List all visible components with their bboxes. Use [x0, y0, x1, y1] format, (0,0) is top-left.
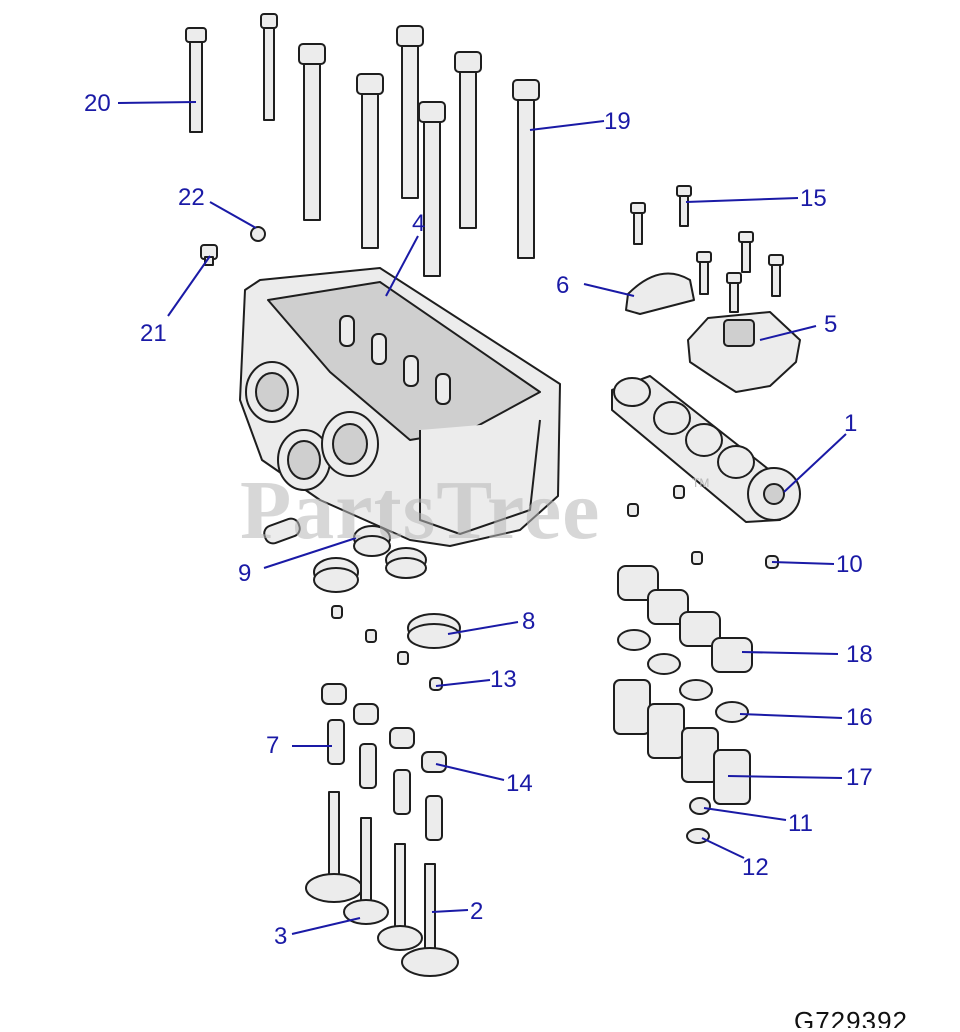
head-bolts: [185, 13, 540, 277]
callout-17: 17: [846, 764, 873, 791]
nut-22-shape: [250, 226, 266, 242]
watermark-tm: TM: [692, 476, 710, 490]
callout-10: 10: [836, 551, 863, 578]
valves: [305, 791, 459, 977]
callout-3: 3: [274, 923, 288, 950]
cam-carrier-5: [687, 311, 801, 393]
watermark: PartsTree: [240, 464, 601, 557]
cam-cap-6: [625, 272, 695, 315]
callout-6: 6: [556, 272, 570, 299]
callout-5: 5: [824, 311, 838, 338]
valve-stem-seals: [321, 683, 447, 773]
valve-guides: [327, 719, 443, 841]
callout-18: 18: [846, 641, 873, 668]
callout-16: 16: [846, 704, 873, 731]
cylinder-head: [239, 267, 561, 547]
callout-19: 19: [604, 108, 631, 135]
callout-13: 13: [490, 666, 517, 693]
callout-2: 2: [470, 898, 484, 925]
callout-15: 15: [800, 185, 827, 212]
valve-seats: [313, 525, 461, 649]
plug-21-shape: [200, 244, 218, 266]
leader-lines: [117, 101, 847, 935]
callout-9: 9: [238, 560, 252, 587]
callout-14: 14: [506, 770, 533, 797]
callout-12: 12: [742, 854, 769, 881]
spring-retainers: [617, 629, 749, 723]
dowel-pins: [263, 485, 779, 691]
valve-buckets: [617, 565, 753, 673]
cam-cap-bolts: [630, 185, 784, 313]
callout-8: 8: [522, 608, 536, 635]
camshaft-1: [611, 375, 801, 523]
callout-4: 4: [412, 210, 426, 237]
callout-22: 22: [178, 184, 205, 211]
callout-1: 1: [844, 410, 858, 437]
callout-11: 11: [788, 810, 813, 837]
valve-springs: [613, 679, 751, 805]
washer-12: [686, 828, 710, 844]
callout-20: 20: [84, 90, 111, 117]
callout-21: 21: [140, 320, 167, 347]
callout-7: 7: [266, 732, 280, 759]
figure-code: G729392: [794, 1006, 908, 1028]
spring-seat-11: [689, 797, 711, 815]
